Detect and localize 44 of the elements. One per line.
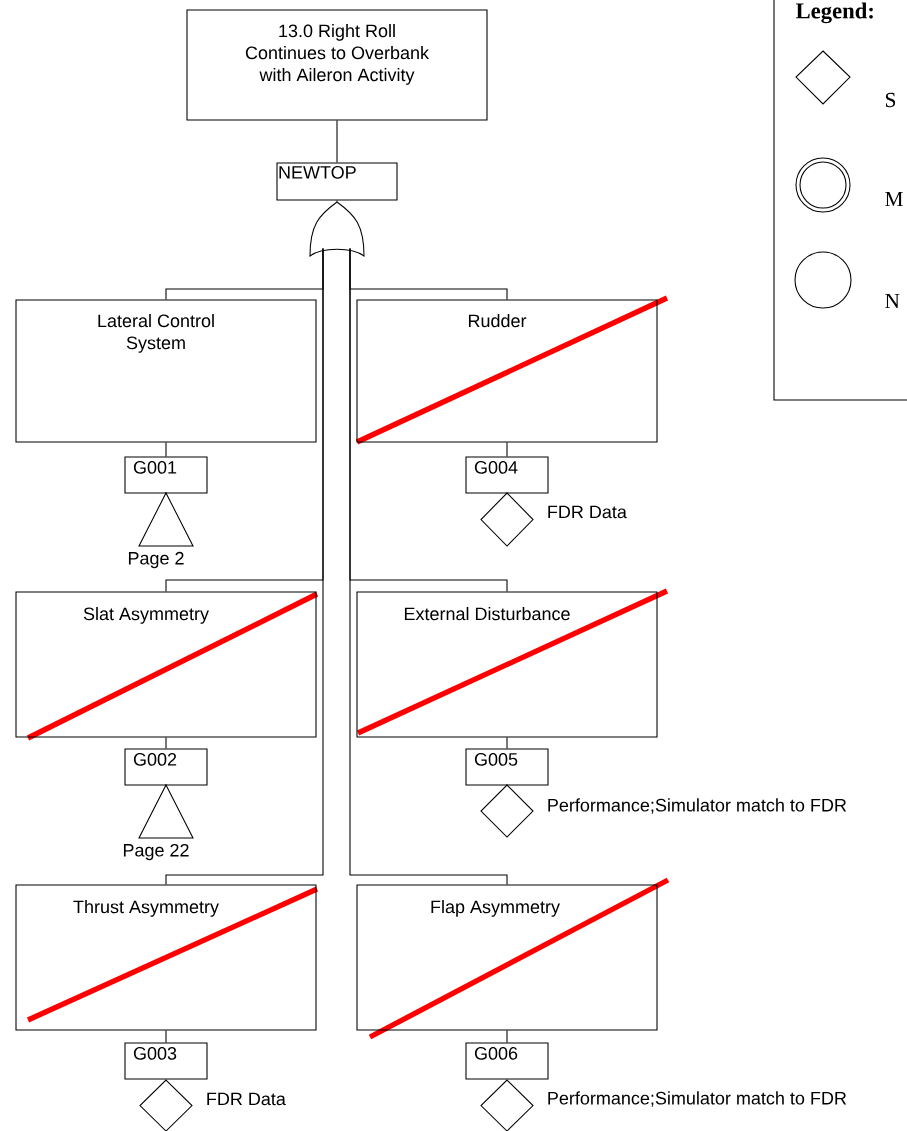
gate-label-box: G001: [124, 456, 208, 494]
event-box: Thrust Asymmetry: [15, 884, 317, 1031]
diamond-symbol: [139, 1079, 193, 1131]
event-box: External Disturbance: [356, 591, 658, 738]
event-box: Rudder: [356, 299, 658, 443]
connector-line: [165, 248, 324, 885]
connector-line: [165, 1078, 167, 1081]
connector-line: [506, 1078, 508, 1081]
gate-label-box: G005: [465, 748, 549, 786]
connector-line: [165, 491, 167, 495]
connector-line: [165, 737, 167, 749]
connector-line: [165, 442, 167, 457]
event-box: 13.0 Right Roll Continues to Overbank with Aileron Activity: [186, 9, 488, 121]
diamond-symbol: [480, 1079, 534, 1131]
connector-line: [506, 783, 508, 787]
connector-line: [506, 1030, 508, 1043]
connector-line: [165, 1030, 167, 1043]
legend-text: N: [885, 294, 900, 308]
connector-line: [506, 737, 508, 749]
gate-label-box: G002: [124, 748, 208, 786]
connector-line: [165, 783, 167, 787]
legend-text: M: [885, 192, 903, 206]
event-box: Slat Asymmetry: [15, 591, 317, 738]
gate-label-box: NEWTOP: [276, 162, 398, 201]
symbol-caption: FDR Data: [548, 505, 627, 519]
connector-line: [506, 491, 508, 495]
symbol-caption: Performance;Simulator match to FDR: [548, 798, 847, 814]
gate-label-box: G006: [465, 1042, 549, 1080]
symbol-caption: Page 22: [123, 843, 189, 861]
connector-line: [336, 120, 338, 163]
diamond-symbol: [480, 492, 534, 547]
or-gate-symbol: [309, 201, 365, 257]
diamond-symbol: [480, 784, 534, 838]
connector-line: [506, 442, 508, 457]
symbol-caption: Page 2: [128, 551, 184, 569]
symbol-caption: FDR Data: [207, 1092, 286, 1106]
symbol-caption: Performance;Simulator match to FDR: [548, 1091, 847, 1107]
connector-line: [349, 248, 508, 885]
legend-title: Legend:: [795, 2, 873, 24]
legend-text: S: [885, 92, 896, 108]
event-box: Flap Asymmetry: [356, 884, 658, 1031]
gate-label-box: G004: [465, 456, 549, 494]
event-box: Lateral Control System: [15, 299, 317, 443]
gate-label-box: G003: [124, 1042, 208, 1080]
